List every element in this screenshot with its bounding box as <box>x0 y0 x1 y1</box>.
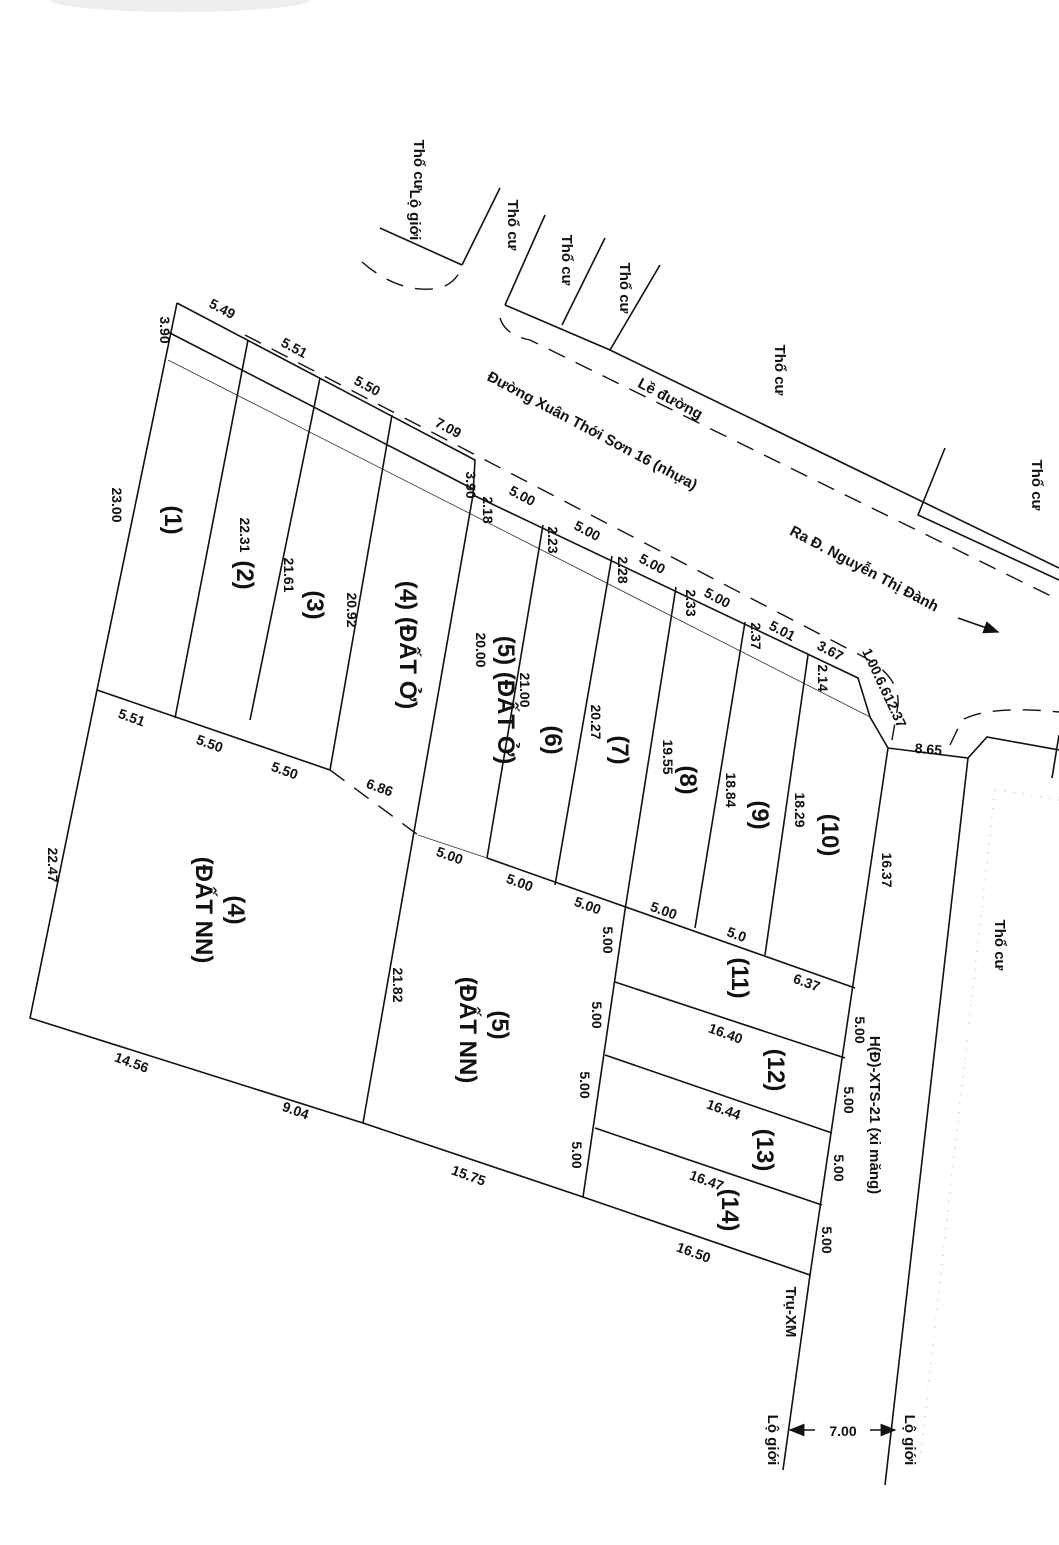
lot-9: (9) <box>746 800 773 829</box>
lot-14: (14) <box>716 1189 743 1232</box>
dimension-label: 16.37 <box>879 852 895 887</box>
lot-5-residential: (5) (ĐẤT Ở) <box>492 636 521 764</box>
lot-13: (13) <box>751 1129 778 1172</box>
dimension-label: 8.65 <box>914 740 943 758</box>
lot-8: (8) <box>674 765 701 794</box>
dimension-label: 5.00 <box>434 843 465 867</box>
label-tho-cu: Thổ cư <box>504 200 521 251</box>
lot-11: (11) <box>726 957 753 998</box>
dimension-label: 5.00 <box>589 1001 605 1028</box>
dimension-label: 5.00 <box>831 1154 847 1181</box>
dimension-label: 6.37 <box>791 970 822 994</box>
lot-2: (2) <box>231 560 258 589</box>
dimension-label: 21.82 <box>390 967 406 1002</box>
dimension-label: 2.23 <box>545 526 561 553</box>
dimension-label: 5.50 <box>269 758 300 782</box>
dimension-label: 23.00 <box>109 487 125 522</box>
dimension-label: 5.00 <box>577 1071 593 1098</box>
lot-5-agricultural: (5) <box>486 1010 513 1039</box>
dimension-label: 22.31 <box>237 517 253 552</box>
dimension-label: 20.00 <box>473 632 489 667</box>
dimension-labels: 3.905.495.515.507.093.902.185.005.005.00… <box>45 295 943 1439</box>
dimension-label: 2.18 <box>480 496 496 523</box>
dimension-label: 1.00.6.612.37 <box>859 646 910 731</box>
dimension-label: 21.00 <box>517 672 533 707</box>
lot-6: (6) <box>539 725 566 754</box>
lot-4-agricultural: (4) <box>222 895 249 924</box>
boundary-lines <box>29 187 1059 1486</box>
dimension-label: 22.47 <box>45 847 61 882</box>
label-lo-gioi: Lộ giới <box>764 1415 781 1466</box>
dimension-label: 5.00 <box>648 898 679 922</box>
label-lo-gioi: Lộ giới <box>406 190 423 241</box>
dimension-label: 5.00 <box>600 926 616 953</box>
dimension-label: 21.61 <box>281 557 297 592</box>
dimension-label: 5.49 <box>207 295 239 322</box>
dimension-label: 3.90 <box>157 316 173 343</box>
dimension-label: 7.00 <box>829 1423 856 1439</box>
dimension-label: 7.09 <box>433 414 465 441</box>
dimension-label: 5.50 <box>352 372 384 399</box>
label-tho-cu: Thổ cư <box>991 920 1008 971</box>
lot-4-residential: (4) (ĐẤT Ở) <box>394 581 423 709</box>
dimension-label: 2.37 <box>748 622 764 649</box>
direction-label: Ra Đ. Nguyễn Thị Đành <box>787 523 941 616</box>
alley-name: H(Đ)-XTS-21 (xi măng) <box>866 1036 883 1194</box>
label-lo-gioi: Lộ giới <box>901 1415 918 1466</box>
dimension-label: 16.50 <box>675 1239 714 1266</box>
label-tho-cu: Thổ cư <box>410 140 427 191</box>
label-tho-cu: Thổ cư <box>558 235 575 286</box>
blur-artifact <box>50 0 310 12</box>
lot-5-agricultural-type: (ĐẤT NN) <box>454 977 482 1084</box>
dimension-label: 2.14 <box>815 664 831 691</box>
dimension-label: 3.90 <box>463 471 479 498</box>
dimension-label: 20.27 <box>588 704 604 739</box>
lot-7: (7) <box>606 735 633 764</box>
dimension-label: 5.00 <box>569 1141 585 1168</box>
dimension-label: 18.84 <box>723 772 739 807</box>
dimension-label: 5.51 <box>116 705 147 729</box>
lot-3: (3) <box>301 590 328 619</box>
dimension-label: 9.04 <box>280 1098 311 1122</box>
lot-12: (12) <box>762 1049 789 1092</box>
dimension-label: 2.33 <box>683 589 699 616</box>
dimension-label: 5.50 <box>194 731 225 755</box>
dimension-label: 5.00 <box>507 482 539 509</box>
dimension-label: 5.00 <box>637 550 669 577</box>
lot-10: (10) <box>816 814 843 857</box>
dimension-label: 20.92 <box>344 592 360 627</box>
dimension-label: 19.55 <box>660 739 676 774</box>
dimension-label: 18.29 <box>792 792 808 827</box>
dimension-label: 2.28 <box>615 556 631 583</box>
label-tho-cu: Thổ cư <box>1028 460 1045 511</box>
dimension-label: 5.01 <box>767 617 799 644</box>
dimension-label: 15.75 <box>450 1162 489 1189</box>
dimension-label: 5.51 <box>279 334 311 361</box>
label-tho-cu: Thổ cư <box>771 345 788 396</box>
label-le-duong: Lề đường <box>635 375 705 423</box>
dimension-label: 5.00 <box>702 584 734 611</box>
label-tho-cu: Thổ cư <box>616 263 633 314</box>
lot-1: (1) <box>159 505 186 534</box>
dimension-label: 5.00 <box>841 1086 857 1113</box>
lot-4-agricultural-type: (ĐẤT NN) <box>190 857 218 964</box>
dimension-label: 5.00 <box>852 1016 868 1043</box>
dimension-label: 5.00 <box>819 1226 835 1253</box>
dimension-label: 14.56 <box>113 1049 152 1076</box>
label-tru-xm: Trụ-XM <box>782 1287 799 1338</box>
dimension-label: 5.00 <box>572 517 604 544</box>
lot-labels: (1) (2) (3) (4) (ĐẤT Ở) (5) (ĐẤT Ở) (6) … <box>159 505 843 1231</box>
dimension-label: 6.86 <box>364 775 395 799</box>
dimension-label: 5.0 <box>725 923 749 945</box>
